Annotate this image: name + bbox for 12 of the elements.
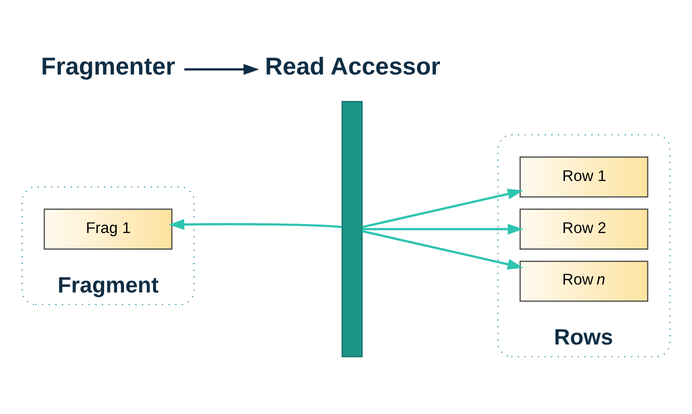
node-text: Fragmenter: [40, 53, 176, 80]
arrow: [362, 188, 524, 228]
node-bar: [342, 100, 363, 357]
arrow: [362, 230, 524, 270]
arrow: [184, 63, 260, 74]
arrow: [362, 223, 524, 234]
node-box: Row 1: [520, 156, 648, 198]
node-text: Read Accessor: [265, 53, 440, 80]
arrow: [168, 218, 342, 230]
node-box: Row n: [520, 260, 648, 302]
node-box: Row 2: [520, 208, 648, 250]
node-box: Frag 1: [44, 208, 172, 250]
